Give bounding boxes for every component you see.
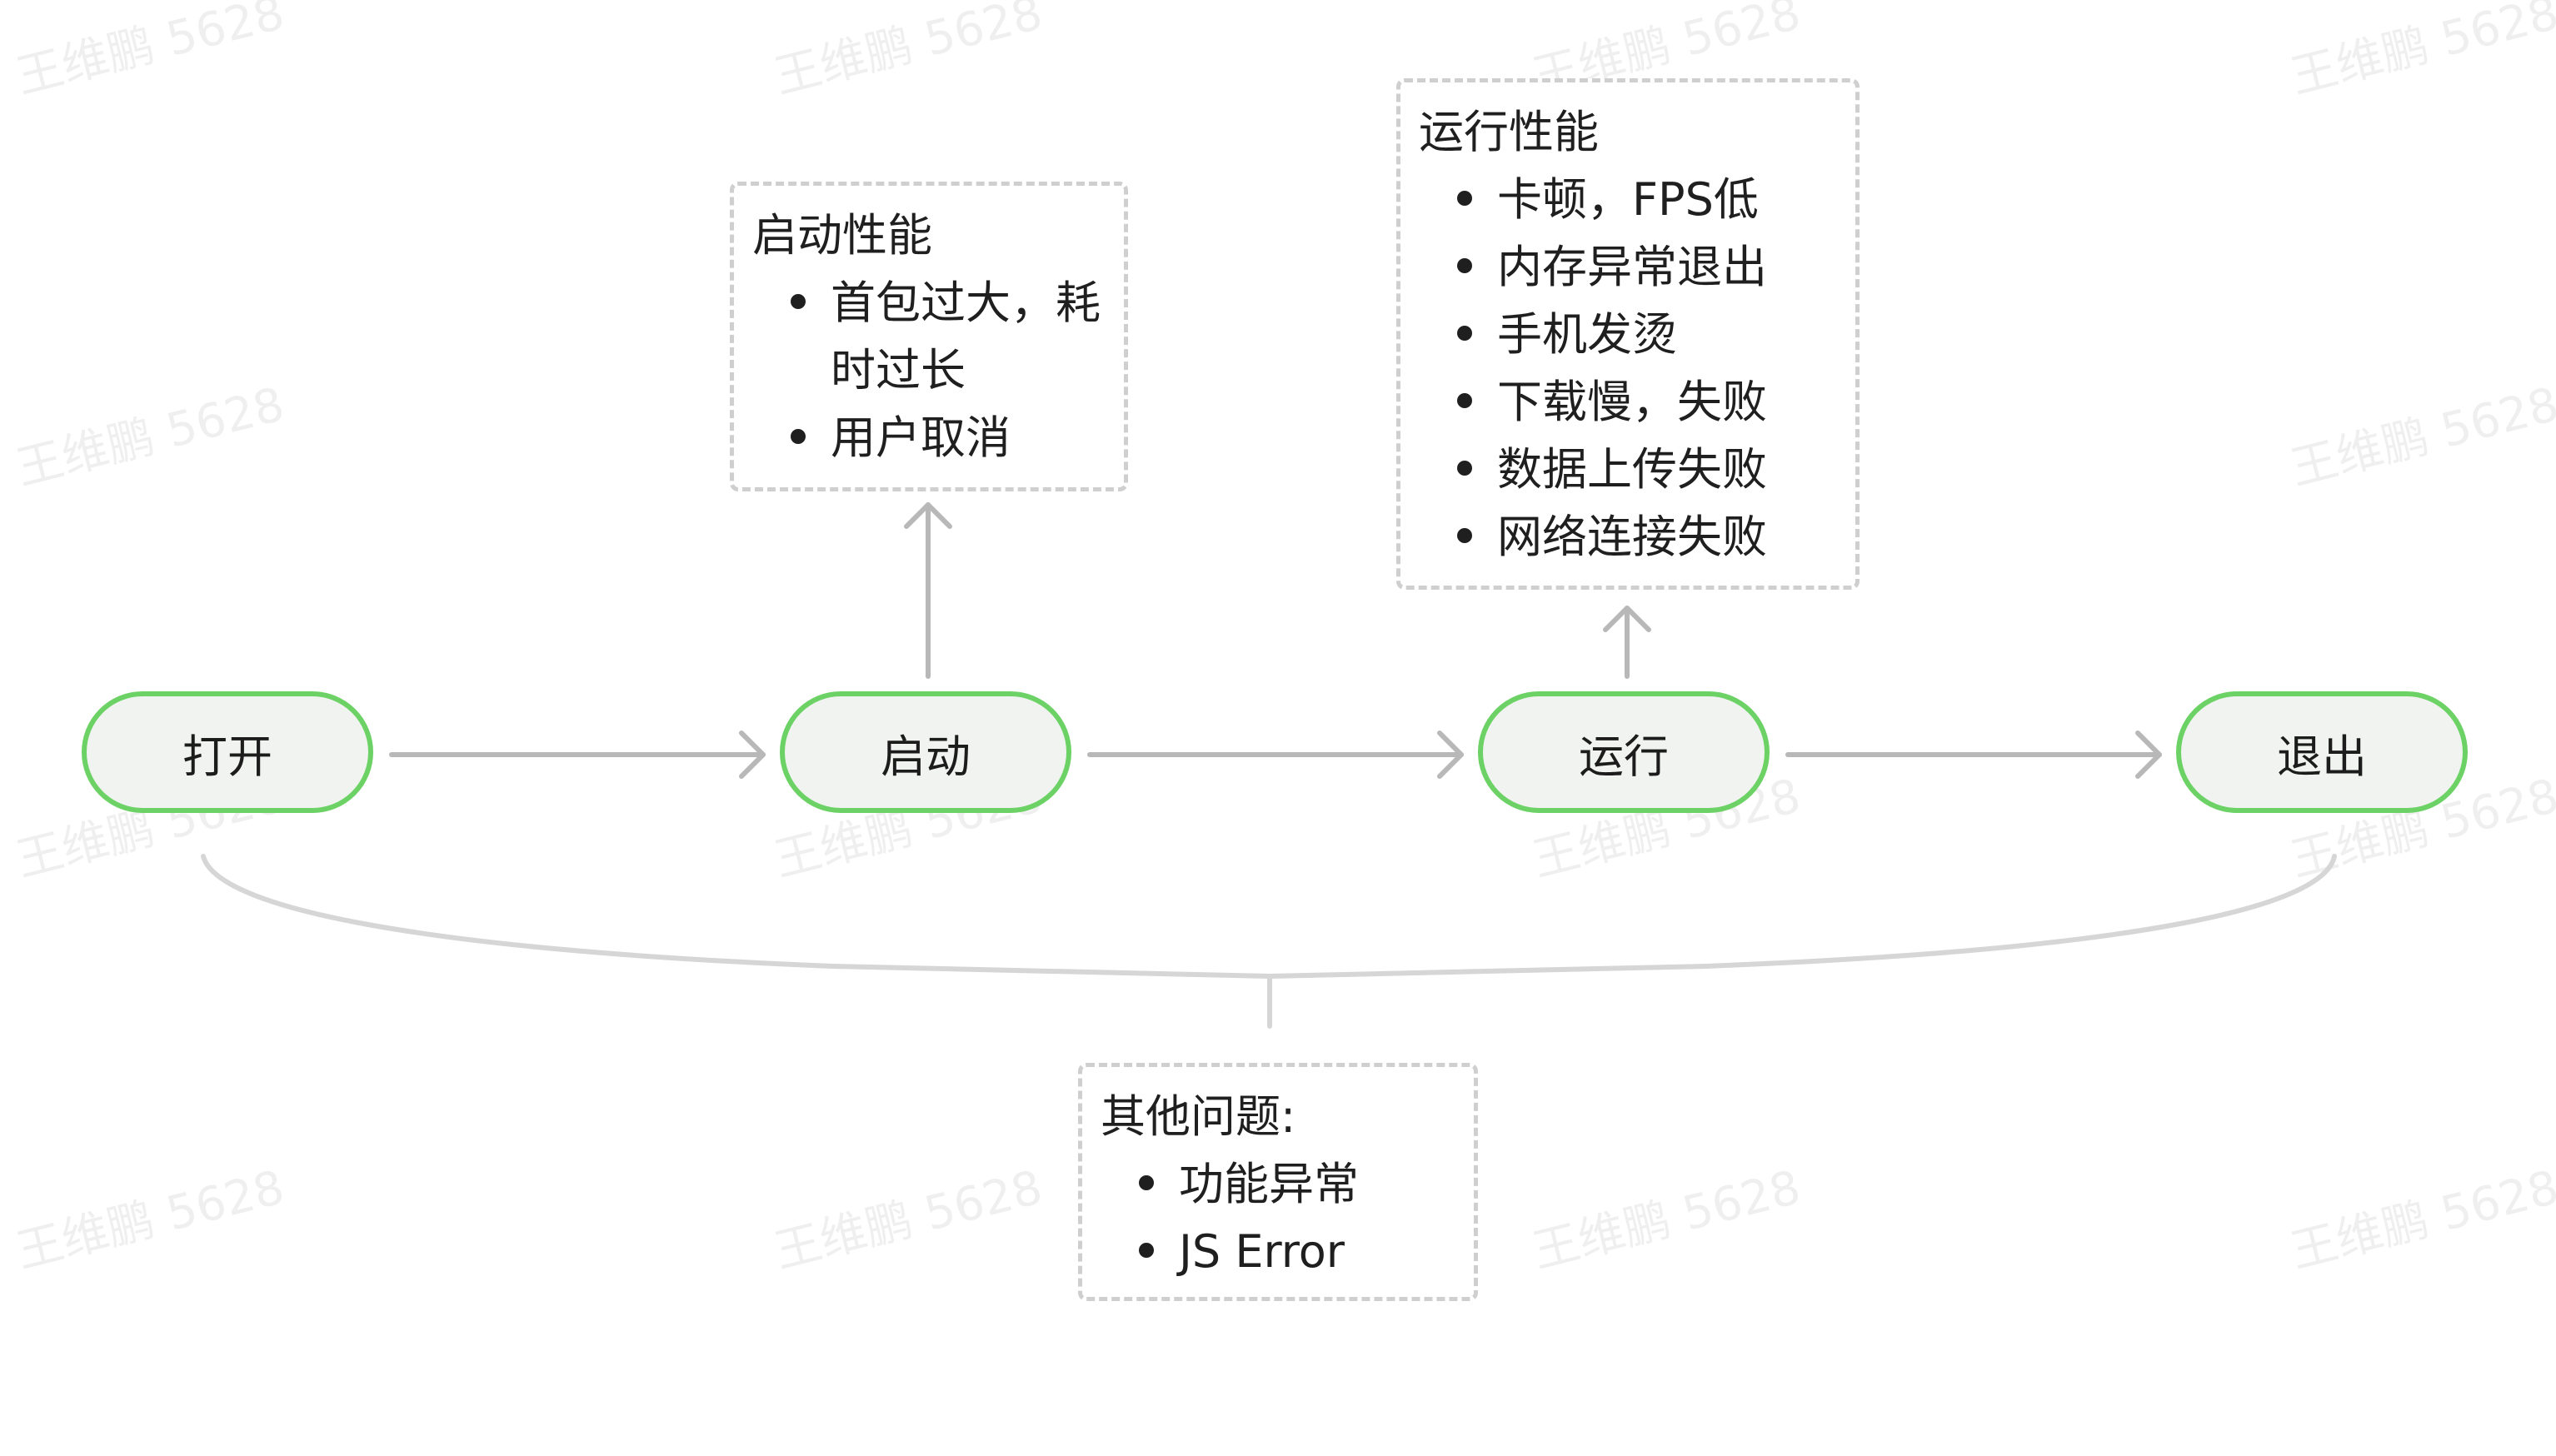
list-item-text: 手机发烫: [1497, 308, 1677, 361]
startup-performance-note: 启动性能 首包过大，耗时过长 用户取消: [730, 182, 1128, 491]
note-title: 运行性能: [1419, 106, 1599, 158]
note-list: 卡顿，FPS低 内存异常退出 手机发烫 下载慢，失败 数据上传失败 网络连接失败: [1419, 166, 1837, 571]
list-item: 下载慢，失败: [1457, 368, 1837, 436]
list-item: 卡顿，FPS低: [1457, 166, 1837, 233]
list-item: 数据上传失败: [1457, 436, 1837, 503]
node-exit: 退出: [2176, 691, 2468, 813]
arrowhead-run-up: [1603, 606, 1651, 632]
list-item: 手机发烫: [1457, 301, 1837, 368]
list-item: 功能异常: [1139, 1150, 1455, 1218]
bullet-icon: [791, 429, 806, 444]
arrowhead-run-to-exit: [2135, 730, 2162, 779]
list-item-text: 下载慢，失败: [1497, 376, 1767, 428]
bullet-icon: [1457, 528, 1472, 543]
node-start: 启动: [780, 691, 1071, 813]
bullet-icon: [1457, 326, 1472, 341]
list-item-text: 内存异常退出: [1497, 241, 1767, 293]
node-open: 打开: [82, 691, 373, 813]
list-item: 内存异常退出: [1457, 233, 1837, 301]
list-item: 首包过大，耗时过长: [791, 269, 1106, 404]
bullet-icon: [1457, 461, 1472, 476]
note-list: 功能异常 JS Error: [1101, 1150, 1455, 1285]
list-item-text: JS Error: [1179, 1225, 1345, 1278]
list-item: JS Error: [1139, 1218, 1455, 1285]
runtime-performance-note: 运行性能 卡顿，FPS低 内存异常退出 手机发烫 下载慢，失败 数据上传失败 网…: [1396, 78, 1860, 590]
bullet-icon: [1457, 258, 1472, 273]
list-item-text: 功能异常: [1179, 1158, 1359, 1210]
list-item-text: 卡顿，FPS低: [1497, 173, 1759, 226]
bullet-icon: [1457, 191, 1472, 206]
note-title: 启动性能: [752, 209, 932, 262]
other-issues-note: 其他问题: 功能异常 JS Error: [1078, 1063, 1478, 1301]
list-item-text: 首包过大，耗时过长: [831, 277, 1101, 396]
list-item: 网络连接失败: [1457, 503, 1837, 571]
bullet-icon: [1139, 1175, 1154, 1190]
arrowhead-start-to-run: [1437, 730, 1464, 779]
list-item: 用户取消: [791, 404, 1106, 471]
bullet-icon: [1139, 1243, 1154, 1258]
note-list: 首包过大，耗时过长 用户取消: [752, 269, 1106, 471]
arrowhead-open-to-start: [739, 730, 766, 779]
arrowhead-start-up: [904, 502, 952, 529]
list-item-text: 数据上传失败: [1497, 443, 1767, 496]
bullet-icon: [791, 294, 806, 309]
note-title: 其他问题:: [1101, 1090, 1296, 1143]
list-item-text: 用户取消: [831, 411, 1011, 464]
list-item-text: 网络连接失败: [1497, 511, 1767, 563]
bullet-icon: [1457, 393, 1472, 408]
node-run: 运行: [1478, 691, 1770, 813]
bracket-curve: [201, 854, 2337, 980]
